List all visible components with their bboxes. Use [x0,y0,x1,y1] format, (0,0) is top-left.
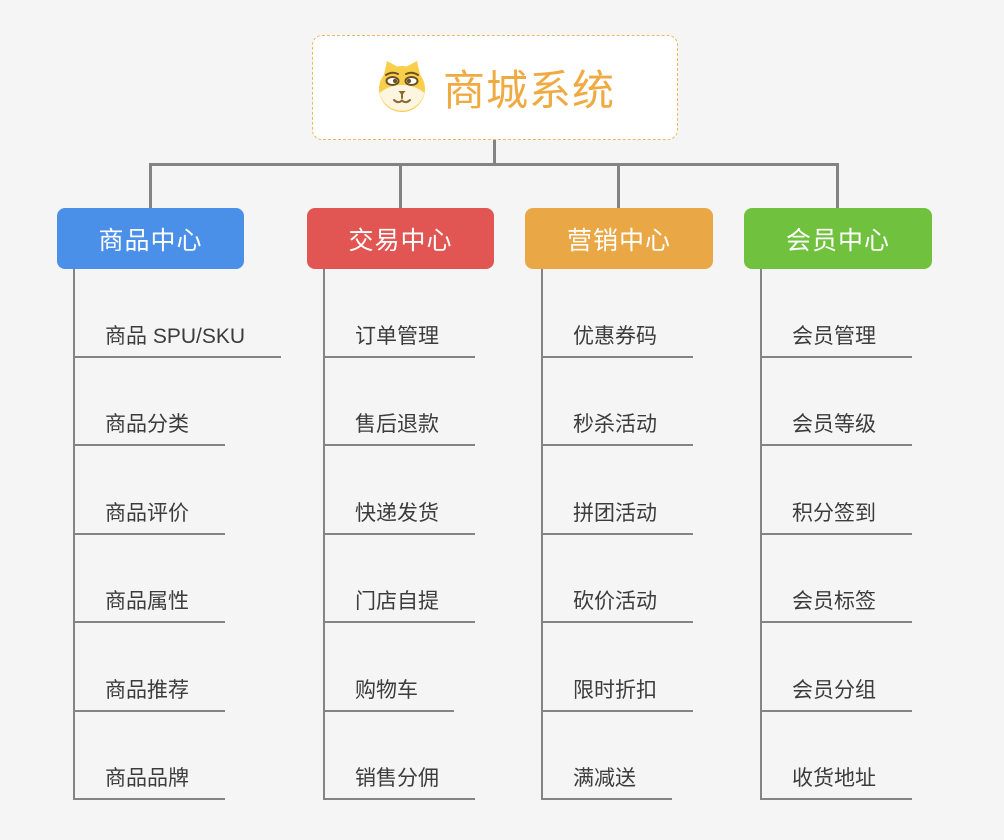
branch-member-children: 会员管理 会员等级 积分签到 会员标签 会员分组 收货地址 [760,269,912,800]
subtopic[interactable]: 快递发货 [325,446,475,535]
subtopic[interactable]: 砍价活动 [543,535,693,623]
subtopic[interactable]: 限时折扣 [543,623,693,712]
branch-marketing-center[interactable]: 营销中心 [525,208,713,269]
subtopic[interactable]: 拼团活动 [543,446,693,535]
connector-branch-stub-3 [617,163,620,208]
branch-trade-center[interactable]: 交易中心 [307,208,494,269]
subtopic[interactable]: 收货地址 [762,712,912,800]
subtopic[interactable]: 商品分类 [75,358,281,446]
subtopic[interactable]: 门店自提 [325,535,475,623]
branch-product-center[interactable]: 商品中心 [57,208,244,269]
subtopic[interactable]: 商品品牌 [75,712,281,800]
branch-label: 会员中心 [785,226,890,255]
subtopic[interactable]: 会员分组 [762,623,912,712]
subtopic[interactable]: 售后退款 [325,358,475,446]
connector-branch-stub-4 [836,163,839,208]
subtopic[interactable]: 会员标签 [762,535,912,623]
subtopic[interactable]: 销售分佣 [325,712,475,800]
subtopic[interactable]: 订单管理 [325,269,475,358]
connector-branch-stub-1 [149,163,152,208]
subtopic[interactable]: 商品属性 [75,535,281,623]
root-title: 商城系统 [442,67,615,114]
subtopic[interactable]: 商品评价 [75,446,281,535]
root-topic[interactable]: 商城系统 [312,35,678,140]
subtopic[interactable]: 秒杀活动 [543,358,693,446]
branch-label: 商品中心 [98,226,203,255]
subtopic[interactable]: 优惠券码 [543,269,693,358]
subtopic[interactable]: 商品 SPU/SKU [75,269,282,358]
branch-product-children: 商品 SPU/SKU 商品分类 商品评价 商品属性 商品推荐 商品品牌 [73,269,282,800]
branch-trade-children: 订单管理 售后退款 快递发货 门店自提 购物车 销售分佣 [323,269,475,800]
connector-root-stub [493,140,496,166]
subtopic[interactable]: 会员等级 [762,358,912,446]
subtopic[interactable]: 满减送 [543,712,693,800]
subtopic[interactable]: 会员管理 [762,269,912,358]
branch-member-center[interactable]: 会员中心 [744,208,932,269]
doge-icon [375,57,429,118]
branch-label: 交易中心 [348,226,453,255]
connector-branch-stub-2 [399,163,402,208]
subtopic[interactable]: 购物车 [325,623,475,712]
subtopic[interactable]: 积分签到 [762,446,912,535]
branch-marketing-children: 优惠券码 秒杀活动 拼团活动 砍价活动 限时折扣 满减送 [541,269,693,800]
connector-horizontal [149,163,839,166]
subtopic[interactable]: 商品推荐 [75,623,281,712]
branch-label: 营销中心 [566,226,671,255]
